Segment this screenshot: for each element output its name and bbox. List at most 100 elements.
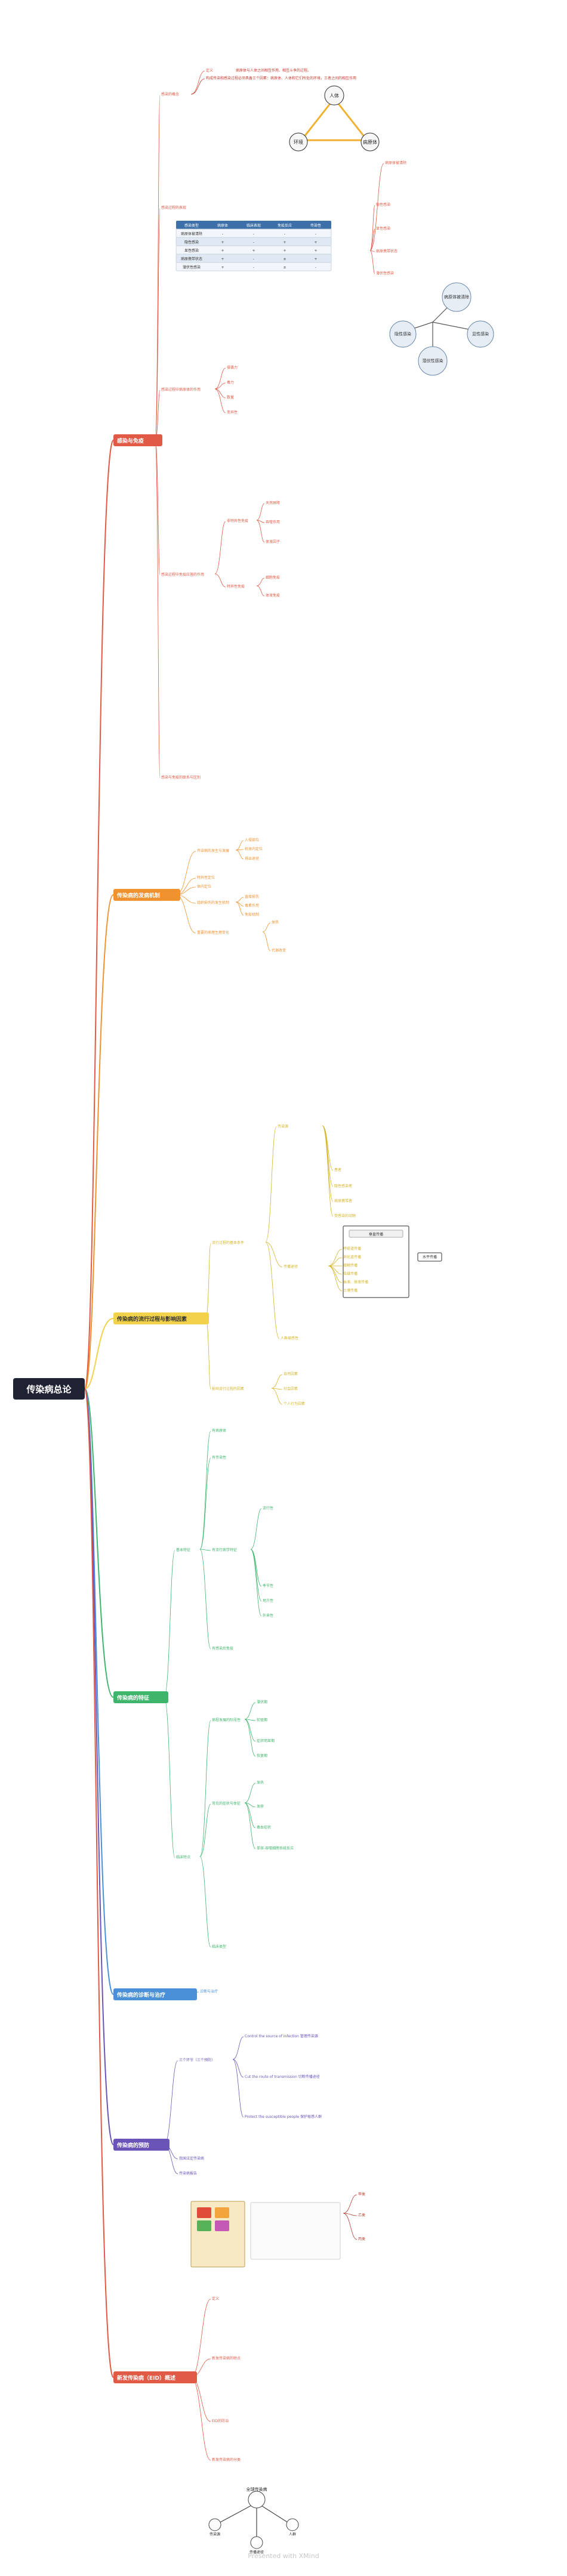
node-b7-c[interactable]: EID的防治 xyxy=(212,2419,229,2423)
node-b1-c[interactable]: 感染过程中病原体的作用 xyxy=(161,388,201,392)
node-b6-b[interactable]: 我国法定传染病 xyxy=(179,2157,205,2161)
node-b4-a8[interactable]: 外来性 xyxy=(263,1614,274,1618)
node-b4-b6[interactable]: 常见的症状与体征 xyxy=(212,1802,241,1806)
node-b2-a5[interactable]: 体内定位 xyxy=(197,885,212,889)
branch-b6[interactable]: 传染病的预防 xyxy=(113,2139,170,2151)
node-b3-a4[interactable]: 患者 xyxy=(334,1168,342,1172)
node-b3-a12[interactable]: 血液、体液传播 xyxy=(343,1280,369,1284)
node-b6-e[interactable]: 丙类 xyxy=(358,2237,366,2241)
node-b6-c[interactable]: 甲类 xyxy=(358,2192,366,2197)
node-b1-a2[interactable]: 病原体与人体之间相互作用、相互斗争的过程。 xyxy=(236,69,312,73)
node-b1-d[interactable]: 感染过程中免疫应答的作用 xyxy=(161,573,205,577)
node-b7-d[interactable]: 新发传染病的分类 xyxy=(212,2458,241,2462)
node-b6-f[interactable]: 传染病报告 xyxy=(179,2172,198,2176)
node-b6-a[interactable]: 三个环节（三个预防） xyxy=(179,2058,215,2062)
branch-b1[interactable]: 感染与免疫 xyxy=(113,434,162,446)
node-b3-a8[interactable]: 呼吸道传播 xyxy=(343,1247,362,1251)
node-b4-b[interactable]: 临床特点 xyxy=(176,1855,191,1860)
node-b7-a[interactable]: 定义 xyxy=(212,2297,220,2301)
node-b1-e[interactable]: 感染与免疫的联系与区别 xyxy=(161,776,201,780)
node-b2-b[interactable]: 组织损伤的发生机制 xyxy=(197,901,230,905)
node-b4-b2[interactable]: 潜伏期 xyxy=(257,1700,268,1704)
node-b4-a[interactable]: 基本特征 xyxy=(176,1548,191,1552)
node-b3-b1[interactable]: 自然因素 xyxy=(284,1372,298,1376)
node-b3-a6[interactable]: 病原携带者 xyxy=(334,1199,353,1203)
node-b4-b11[interactable]: 临床类型 xyxy=(212,1945,227,1949)
node-b6-d[interactable]: 乙类 xyxy=(358,2213,366,2217)
node-b1-b1[interactable]: 病原体被清除 xyxy=(385,161,407,165)
node-b3-a1[interactable]: 传染源 xyxy=(278,1125,289,1129)
node-b4-a5[interactable]: 流行性 xyxy=(263,1506,274,1511)
node-b1-b5[interactable]: 潜伏性感染 xyxy=(376,271,395,276)
node-b4-a2[interactable]: 有传染性 xyxy=(212,1456,227,1460)
node-b2-a[interactable]: 传染病的发生与发展 xyxy=(197,849,230,853)
node-b1-d2[interactable]: 特异性免疫 xyxy=(227,585,245,589)
node-b3-a7[interactable]: 受感染的动物 xyxy=(334,1214,356,1218)
node-b3-a3[interactable]: 人群易感性 xyxy=(281,1336,299,1340)
node-b4-a1[interactable]: 有病原体 xyxy=(212,1429,227,1433)
branch-b7[interactable]: 新发传染病（EID）概述 xyxy=(113,2371,197,2383)
node-b1-c1[interactable]: 侵袭力 xyxy=(227,366,238,370)
node-b4-b5[interactable]: 恢复期 xyxy=(257,1754,268,1758)
node-b3-a10[interactable]: 接触传播 xyxy=(343,1264,358,1268)
node-b3-b3[interactable]: 个人行为因素 xyxy=(284,1402,306,1406)
node-b1-a[interactable]: 感染的概念 xyxy=(161,92,180,97)
node-b2-b2[interactable]: 毒素作用 xyxy=(245,904,260,908)
node-b2-c[interactable]: 重要的病理生理变化 xyxy=(197,931,230,935)
node-b1-a1[interactable]: 定义 xyxy=(206,69,214,73)
node-b1-c3[interactable]: 数量 xyxy=(227,396,235,400)
node-b1-d4[interactable]: 吞噬作用 xyxy=(266,520,281,524)
node-b3-a5[interactable]: 隐性感染者 xyxy=(334,1184,353,1188)
node-b6-a1[interactable]: Control the source of infection 管理传染源 xyxy=(245,2034,318,2038)
node-b3-a2[interactable]: 传播途径 xyxy=(284,1265,298,1269)
node-b2-c1[interactable]: 发热 xyxy=(272,921,279,925)
node-b4-a4[interactable]: 有感染后免疫 xyxy=(212,1647,234,1651)
node-b3-a9[interactable]: 消化道传播 xyxy=(343,1255,362,1259)
node-b2-a1[interactable]: 入侵部位 xyxy=(245,838,260,842)
branch-b2[interactable]: 传染病的发病机制 xyxy=(113,889,180,901)
node-b4-a3[interactable]: 有流行病学特征 xyxy=(212,1548,238,1552)
node-b2-a3[interactable]: 排出途径 xyxy=(245,857,260,861)
node-b3-a[interactable]: 流行过程的基本条件 xyxy=(212,1241,245,1245)
node-b4-a7[interactable]: 地方性 xyxy=(263,1599,274,1603)
node-b1-b2[interactable]: 隐性感染 xyxy=(376,203,391,207)
node-b4-b4[interactable]: 症状明显期 xyxy=(257,1739,275,1743)
table-header-cell: 感染类型 xyxy=(184,223,199,228)
node-b4-b7[interactable]: 发热 xyxy=(257,1781,264,1785)
node-b3-a11[interactable]: 虫媒传播 xyxy=(343,1272,358,1276)
node-b1-b[interactable]: 感染过程的表现 xyxy=(161,206,187,210)
node-b1-c4[interactable]: 变异性 xyxy=(227,410,238,415)
node-b4-b3[interactable]: 前驱期 xyxy=(257,1718,268,1722)
node-b6-a2[interactable]: Cut the route of transmission 切断传播途径 xyxy=(245,2075,320,2079)
node-b1-c2[interactable]: 毒力 xyxy=(227,381,235,385)
node-b4-b10[interactable]: 单核-吞噬细胞系统反应 xyxy=(257,1846,294,1851)
node-b2-b3[interactable]: 免疫机制 xyxy=(245,913,260,917)
node-b4-b1[interactable]: 病程发展的阶段性 xyxy=(212,1718,241,1722)
branch-b5[interactable]: 传染病的诊断与治疗 xyxy=(113,1988,197,2000)
node-b3-b2[interactable]: 社会因素 xyxy=(284,1387,298,1391)
root-topic[interactable]: 传染病总论 xyxy=(13,1378,85,1400)
node-b2-b1[interactable]: 直接损伤 xyxy=(245,895,260,899)
node-b4-b8[interactable]: 发疹 xyxy=(257,1805,264,1809)
branch-b4[interactable]: 传染病的特征 xyxy=(113,1691,168,1703)
node-b2-a4[interactable]: 特异性定位 xyxy=(197,876,215,880)
node-b3-a13[interactable]: 土壤传播 xyxy=(343,1289,358,1293)
node-b6-a3[interactable]: Protect the susceptible people 保护易感人群 xyxy=(245,2115,322,2119)
node-b1-b4[interactable]: 病原携带状态 xyxy=(376,249,398,254)
node-b5-a[interactable]: 诊断与治疗 xyxy=(200,1990,218,1994)
node-b4-b9[interactable]: 毒血症状 xyxy=(257,1826,272,1830)
node-b7-b[interactable]: 新发传染病的特点 xyxy=(212,2356,241,2361)
table-cell: 潜伏性感染 xyxy=(183,265,201,270)
node-b1-d7[interactable]: 体液免疫 xyxy=(266,594,281,598)
node-b4-a6[interactable]: 季节性 xyxy=(263,1584,274,1588)
node-b1-b3[interactable]: 显性感染 xyxy=(376,227,391,231)
branch-b3[interactable]: 传染病的流行过程与影响因素 xyxy=(113,1312,209,1324)
node-b2-a2[interactable]: 机体内定位 xyxy=(245,847,263,851)
node-b1-d3[interactable]: 天然屏障 xyxy=(266,501,281,505)
node-b3-b[interactable]: 影响流行过程的因素 xyxy=(212,1387,245,1391)
node-b1-d1[interactable]: 非特异性免疫 xyxy=(227,519,249,523)
node-b1-d6[interactable]: 细胞免疫 xyxy=(266,576,281,580)
node-b1-d5[interactable]: 体液因子 xyxy=(266,540,281,544)
node-b2-c2[interactable]: 代谢改变 xyxy=(272,949,286,953)
node-b1-a3[interactable]: 构成传染和感染过程必须具备三个因素：病原体、人体和它们所处的环境，三者之间的相互… xyxy=(206,76,357,81)
